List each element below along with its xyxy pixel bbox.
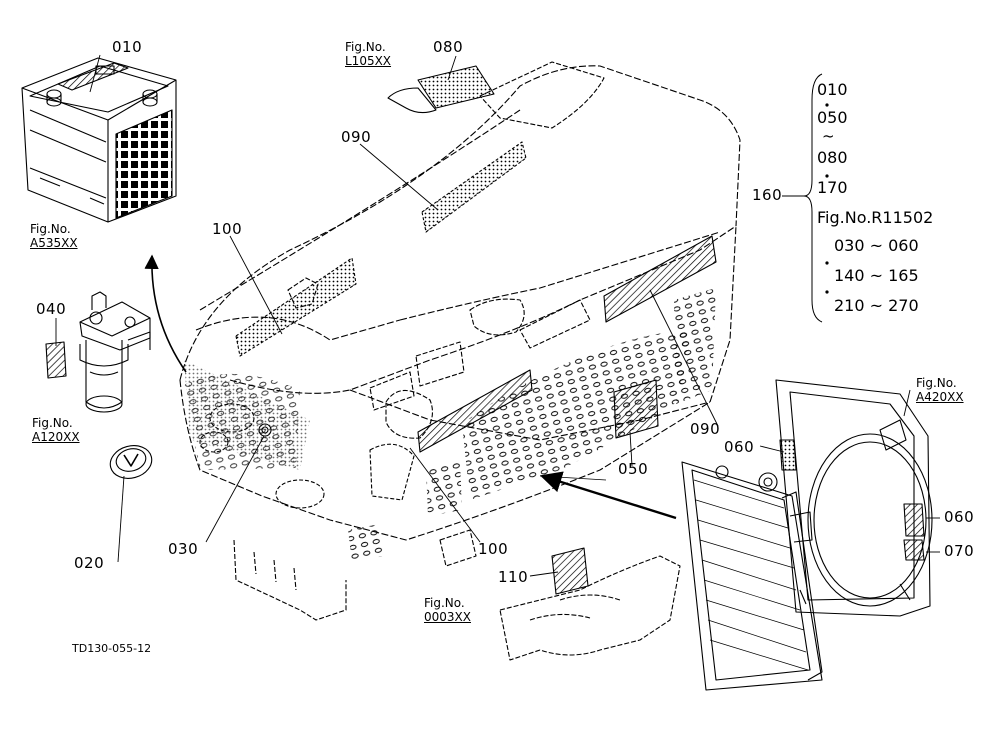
- callout-080[interactable]: 080: [433, 38, 464, 56]
- fig-ref-number[interactable]: A420XX: [916, 390, 964, 404]
- set-item[interactable]: 140 ~ 165: [834, 266, 919, 285]
- set-item[interactable]: 010: [817, 80, 848, 99]
- fig-ref-label: Fig.No.: [32, 416, 73, 430]
- callout-100-bottom[interactable]: 100: [478, 540, 509, 558]
- fig-ref-number[interactable]: A535XX: [30, 236, 78, 250]
- callout-160[interactable]: 160: [752, 186, 783, 204]
- fig-ref-label: Fig.No.: [424, 596, 465, 610]
- fig-ref-label: Fig.No.: [345, 40, 386, 54]
- callout-060-left[interactable]: 060: [724, 438, 755, 456]
- set-item[interactable]: 170: [817, 178, 848, 197]
- set-item[interactable]: 030 ~ 060: [834, 236, 919, 255]
- set-item[interactable]: 210 ~ 270: [834, 296, 919, 315]
- callout-050[interactable]: 050: [618, 460, 649, 478]
- fig-ref-a420[interactable]: Fig.No. A420XX: [916, 376, 964, 404]
- callout-090-right[interactable]: 090: [690, 420, 721, 438]
- tilde-range-icon: ~: [822, 127, 835, 145]
- fig-ref-0003[interactable]: Fig.No. 0003XX: [424, 596, 471, 624]
- fig-ref-a535[interactable]: Fig.No. A535XX: [30, 222, 78, 250]
- battery-drawing: [21, 57, 177, 223]
- fan-shroud-drawing: [775, 379, 933, 617]
- set-item[interactable]: 050: [817, 108, 848, 127]
- fuel-filter-drawing: [45, 291, 151, 413]
- callout-100-top[interactable]: 100: [212, 220, 243, 238]
- fig-ref-number[interactable]: A120XX: [32, 430, 80, 444]
- callout-110[interactable]: 110: [498, 568, 529, 586]
- fig-ref-number[interactable]: L105XX: [345, 54, 392, 68]
- set-item-fig-ref[interactable]: Fig.No.R11502: [817, 208, 934, 227]
- frame-drawing: [233, 529, 681, 661]
- radiator-drawing: [681, 461, 823, 691]
- callout-090-top[interactable]: 090: [341, 128, 372, 146]
- callout-030[interactable]: 030: [168, 540, 199, 558]
- cap-drawing: [109, 445, 153, 479]
- callout-070[interactable]: 070: [944, 542, 975, 560]
- callout-040[interactable]: 040: [36, 300, 67, 318]
- drawing-id: TD130-055-12: [72, 642, 152, 655]
- fig-ref-label: Fig.No.: [916, 376, 957, 390]
- fig-ref-l105[interactable]: Fig.No. L105XX: [345, 40, 391, 68]
- fig-ref-a120[interactable]: Fig.No. A120XX: [32, 416, 80, 444]
- fig-ref-label: Fig.No.: [30, 222, 71, 236]
- fig-ref-number[interactable]: 0003XX: [424, 610, 471, 624]
- callout-010[interactable]: 010: [112, 38, 143, 56]
- set-item[interactable]: 080: [817, 148, 848, 167]
- callout-020[interactable]: 020: [74, 554, 105, 572]
- callout-060-right[interactable]: 060: [944, 508, 975, 526]
